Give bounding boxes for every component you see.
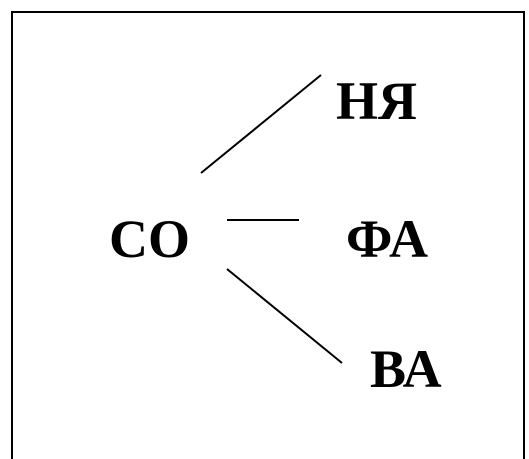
syllable-left: СО	[109, 209, 190, 269]
syllable-right-middle: ФА	[346, 209, 428, 269]
syllable-right-bottom: ВА	[370, 339, 442, 399]
connector-line-bottom	[226, 268, 343, 364]
diagram-frame	[11, 11, 525, 459]
syllable-right-top: НЯ	[336, 71, 417, 131]
connector-line-top	[200, 74, 322, 174]
